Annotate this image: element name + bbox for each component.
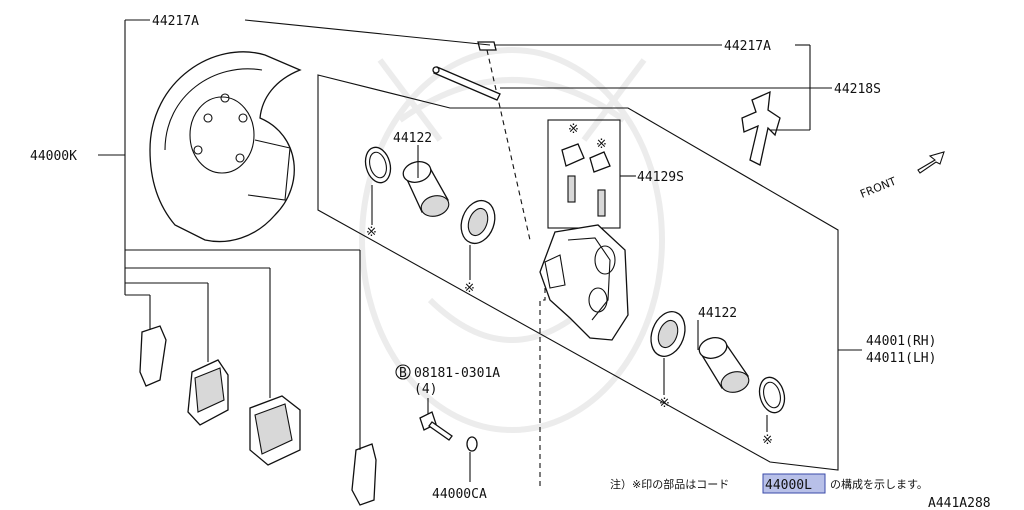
asterisk-marker: ※ [366,225,377,240]
callout-caliper-rh[interactable]: 44001(RH) [866,334,936,349]
guide-pin-rod[interactable] [432,66,501,101]
bolt-marker-circle: B [395,364,411,381]
highlighted-code-box [762,473,826,494]
piston-seal-ring-upper[interactable] [362,145,394,186]
callout-bolt-qty: (4) [414,382,437,397]
callout-bleeder-kit[interactable]: 44129S [637,170,684,185]
callout-washer[interactable]: 44000CA [432,487,487,502]
piston-lower[interactable] [697,335,751,396]
asterisk-marker: ※ [762,433,773,448]
callout-bolt[interactable]: 08181-0301A [414,366,500,381]
pad-spring-clip[interactable] [741,90,781,166]
footnote-suffix: の構成を示します。 [830,478,928,491]
asterisk-marker: ※ [464,281,475,296]
shield-pin-small[interactable] [477,41,497,51]
brake-pad-outer[interactable] [249,395,301,466]
piston-seal-ring-lower[interactable] [756,375,788,416]
callout-shield-pin[interactable]: 44217A [152,14,199,29]
callout-piston-upper[interactable]: 44122 [393,131,432,146]
watermark-emblem [359,47,665,433]
diagram-code: A441A288 [928,496,991,510]
front-direction-arrow: FRONT [858,151,945,201]
asterisk-marker: ※ [568,122,579,137]
front-label: FRONT [858,175,898,201]
callout-piston-lower[interactable]: 44122 [698,306,737,321]
backing-plate[interactable] [149,51,302,243]
dust-boot-lower[interactable] [645,307,691,361]
caliper-body[interactable] [539,224,629,341]
washer[interactable] [466,436,478,452]
pad-shim-right[interactable] [351,443,377,506]
piston-upper[interactable] [401,159,451,220]
asterisk-marker: ※ [659,396,670,411]
svg-text:B: B [399,366,407,381]
pad-shim-left[interactable] [139,325,167,387]
callout-backing-plate[interactable]: 44000K [30,149,77,164]
callout-pin-right[interactable]: 44217A [724,39,771,54]
bleeder-kit[interactable] [547,119,621,229]
dust-boot-upper[interactable] [455,196,500,248]
footnote: 注）※印の部品はコード 44000L の構成を示します。 [610,473,928,494]
footnote-code[interactable]: 44000L [765,478,812,493]
mounting-bolt[interactable] [419,411,453,441]
leader-lines [98,19,862,482]
callout-caliper-lh[interactable]: 44011(LH) [866,351,936,366]
brake-pad-inner[interactable] [187,359,229,426]
footnote-prefix: 注）※印の部品はコード [610,477,729,491]
asterisk-marker: ※ [596,137,607,152]
callout-guide-pin[interactable]: 44218S [834,82,881,97]
